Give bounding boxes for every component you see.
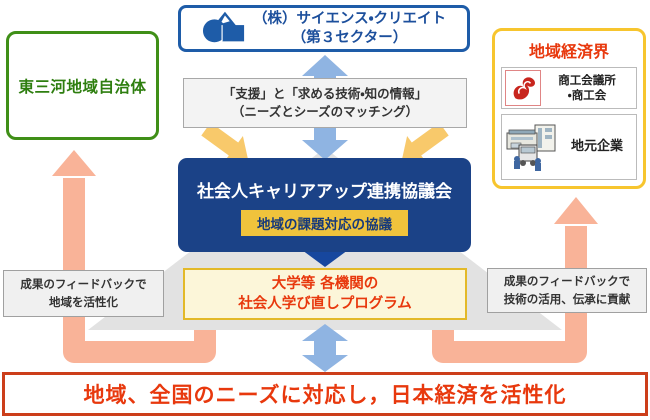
matching-right-arrow	[401, 122, 449, 162]
matching-left-arrow	[201, 122, 249, 162]
relearning-program-box: 大学等 各機関の 社会人学び直しプログラム	[183, 268, 467, 320]
science-create-logo-icon	[202, 10, 246, 48]
chamber-of-commerce-logo-icon	[505, 70, 541, 106]
local-companies-item: 地元企業	[501, 114, 637, 180]
needs-seeds-matching-box: 「支援」と「求める技術・知の情報」 （ニーズとシーズのマッチング）	[183, 78, 467, 128]
local-companies-label: 地元企業	[570, 138, 623, 154]
company-building-icon	[505, 117, 561, 177]
needs-seeds-matching-label: 「支援」と「求める技術・知の情報」 （ニーズとシーズのマッチング）	[222, 85, 428, 119]
bottom-double-arrow	[302, 324, 348, 372]
feedback-right-label: 成果のフィードバックで 技術の活用、伝承に貢献	[487, 268, 647, 313]
chamber-of-commerce-item: 商工会議所 ・商工会	[501, 67, 637, 109]
bottom-goal-banner: 地域、全国のニーズに対応し，日本経済を活性化	[2, 372, 648, 416]
regional-issues-subtitle: 地域の課題対応の協議	[241, 209, 408, 236]
career-up-council-title: 社会人キャリアアップ連携協議会	[197, 181, 452, 202]
career-up-council-box: 社会人キャリアアップ連携協議会 地域の課題対応の協議	[178, 158, 471, 252]
science-create-box: （株）サイエンス・クリエイト （第３セクター）	[178, 5, 470, 52]
relearning-program-label: 大学等 各機関の 社会人学び直しプログラム	[238, 275, 412, 312]
science-create-label: （株）サイエンス・クリエイト （第３セクター）	[253, 11, 446, 46]
regional-economy-panel: 地域経済界 商工会議所 ・商工会	[492, 28, 646, 189]
bottom-goal-label: 地域、全国のニーズに対応し，日本経済を活性化	[83, 383, 567, 407]
municipalities-box: 東三河地域自治体	[6, 31, 159, 140]
chamber-of-commerce-label: 商工会議所 ・商工会	[558, 73, 616, 102]
regional-economy-title: 地域経済界	[528, 42, 609, 61]
feedback-left-label: 成果のフィードバックで 地域を活性化	[3, 270, 164, 317]
municipalities-label: 東三河地域自治体	[18, 77, 147, 96]
feedback-left-arrow	[52, 150, 216, 363]
